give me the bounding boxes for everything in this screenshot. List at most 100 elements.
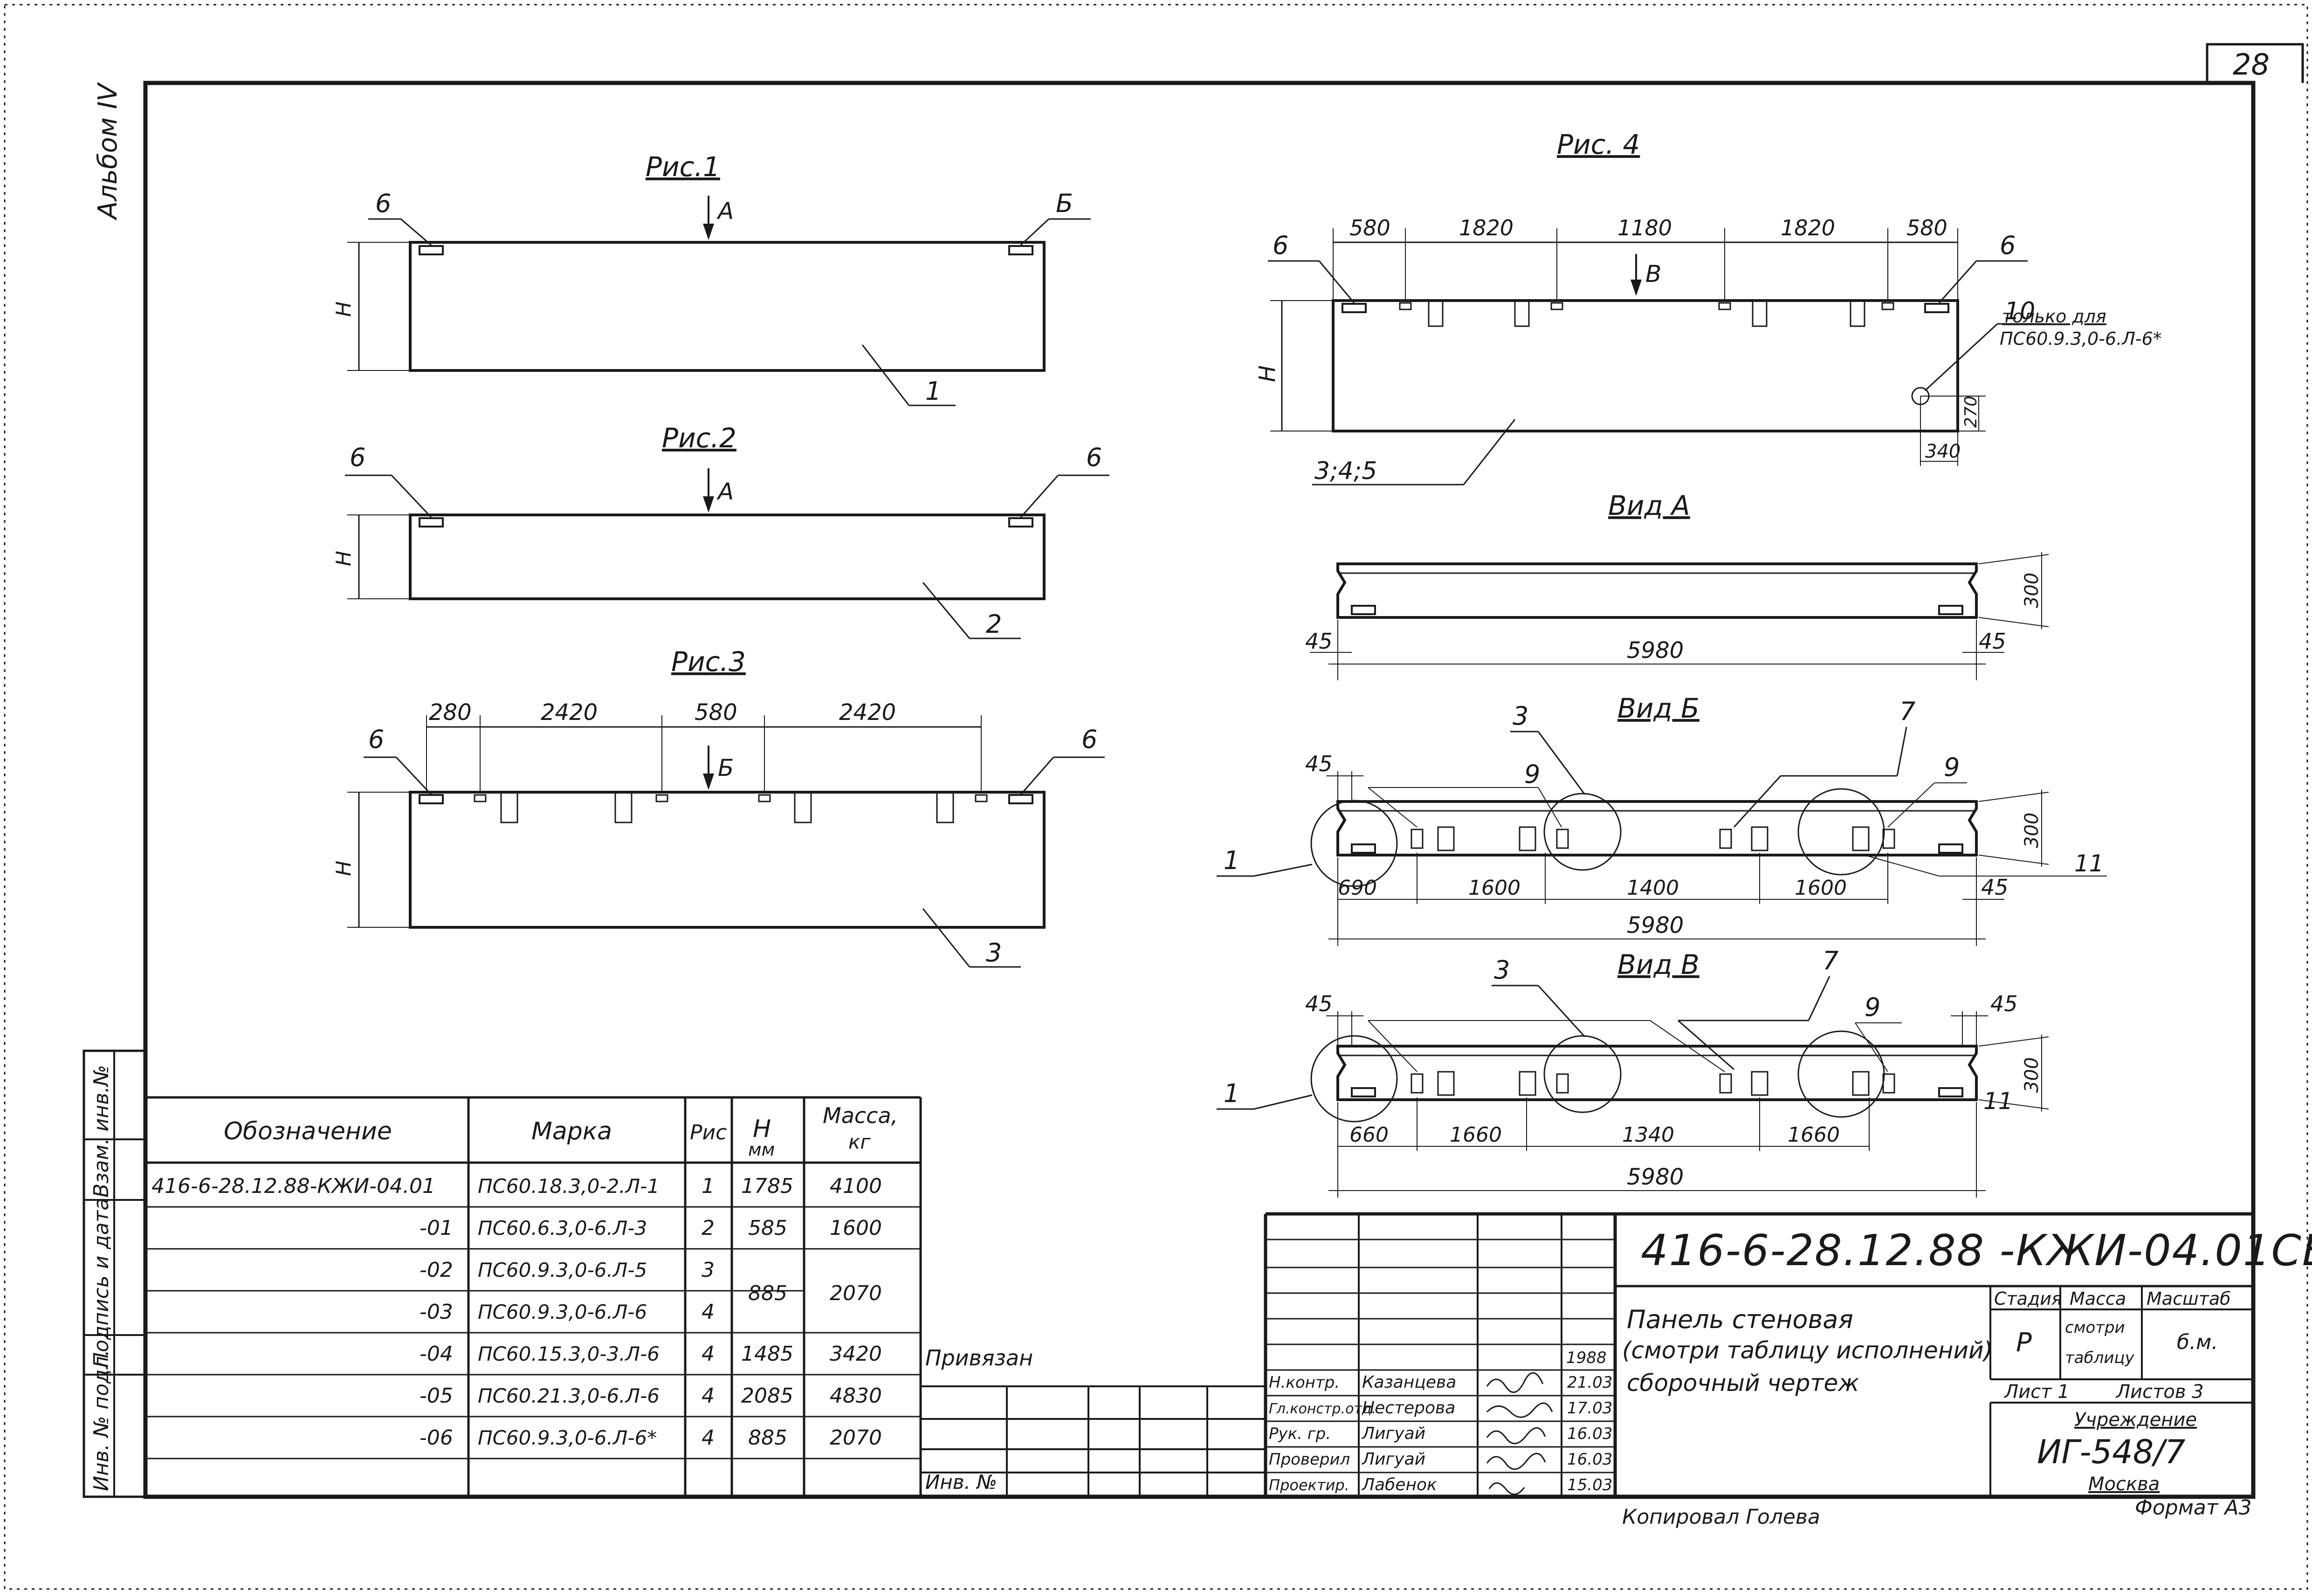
fig4-h-label: Н bbox=[1254, 365, 1280, 382]
spec-row-h: 1785 bbox=[741, 1174, 793, 1198]
fig3-dim-4: 2420 bbox=[839, 699, 896, 726]
spec-row-mass: 2070 bbox=[830, 1426, 882, 1450]
paper-format: Формат А3 bbox=[2135, 1496, 2252, 1520]
vid-b-dim-2: 1600 bbox=[1468, 876, 1521, 900]
mass-label: Масса bbox=[2070, 1288, 2126, 1309]
spec-row: -03 ПС60.9.3,0-6.Л-6 4 bbox=[420, 1300, 715, 1324]
vid-b-dim-right: 45 bbox=[1981, 875, 2009, 900]
spec-row-mark: ПС60.9.3,0-6.Л-6 bbox=[478, 1301, 647, 1323]
signature-row: Проверил Лигуай 16.03 bbox=[1269, 1450, 1612, 1470]
spec-row-mass: 4100 bbox=[830, 1174, 882, 1198]
spec-row: -06 ПС60.9.3,0-6.Л-6* 4 885 2070 bbox=[420, 1426, 882, 1450]
spec-row-designation: -03 bbox=[420, 1300, 453, 1324]
vid-b-dim-1: 690 bbox=[1338, 876, 1377, 900]
spec-row-designation: -02 bbox=[420, 1258, 453, 1282]
spec-row-mass: 1600 bbox=[830, 1216, 882, 1240]
vid-b-label-7: 7 bbox=[1899, 697, 1915, 726]
fig2-section-mark: А bbox=[716, 478, 734, 505]
vid-b-dim-3: 1400 bbox=[1627, 876, 1679, 900]
spec-row-fig: 4 bbox=[702, 1426, 715, 1450]
signature-name: Лигуай bbox=[1361, 1450, 1425, 1469]
spec-row: -01 ПС60.6.3,0-6.Л-3 2 585 1600 bbox=[420, 1216, 882, 1240]
spec-row-mark: ПС60.15.3,0-3.Л-6 bbox=[478, 1343, 660, 1365]
fig2-part-left: 6 bbox=[350, 443, 365, 472]
copied-by: Копировал Голева bbox=[1622, 1505, 1820, 1529]
view-v: Вид В 1 3 7 9 11 45 bbox=[1217, 946, 2049, 1198]
sheets-label: Листов 3 bbox=[2115, 1381, 2204, 1403]
fig4-dim-3: 1180 bbox=[1617, 215, 1672, 240]
signature-role: Проектир. bbox=[1269, 1476, 1349, 1494]
binding-label: Привязан bbox=[925, 1345, 1033, 1370]
signature-row: Гл.констр.отд. Нестерова 17.03 bbox=[1269, 1398, 1612, 1418]
side-stamp-c: Инв. № подл. bbox=[89, 1349, 113, 1491]
spec-row-h: 885 bbox=[748, 1426, 787, 1450]
signature-date: 16.03 bbox=[1567, 1425, 1612, 1443]
sheet-frames bbox=[4, 4, 2308, 1590]
vid-v-label-7: 7 bbox=[1823, 946, 1838, 975]
fig3-dim-3: 580 bbox=[695, 699, 737, 726]
spec-row-designation: -01 bbox=[420, 1216, 453, 1240]
signature-date: 15.03 bbox=[1567, 1476, 1612, 1494]
vid-a-dim-height: 300 bbox=[2021, 573, 2043, 608]
spec-row-mass: 2070 bbox=[830, 1281, 882, 1305]
vid-b-dim-4: 1600 bbox=[1795, 876, 1847, 900]
fig4-section-mark: В bbox=[1645, 260, 1661, 288]
spec-table: Обозначение Марка Рис Н мм Масса, кг 416… bbox=[145, 1096, 922, 1497]
fig3-dim-1: 280 bbox=[429, 699, 472, 726]
fig2-part-right: 6 bbox=[1086, 443, 1102, 472]
spec-row-fig: 4 bbox=[702, 1300, 715, 1324]
fig2-leader: 2 bbox=[986, 610, 1002, 639]
vid-b-label-1: 1 bbox=[1224, 846, 1239, 875]
scale-label: Масштаб bbox=[2147, 1288, 2231, 1309]
figure-4: Рис. 4 580 1820 1180 1820 580 340 270 bbox=[1254, 129, 2162, 486]
fig4-hole-dim-h: 340 bbox=[1925, 441, 1961, 462]
binding-block: Привязан Инв. № bbox=[921, 1345, 1266, 1497]
signature-date: 17.03 bbox=[1567, 1399, 1612, 1418]
fig1-part-left: 6 bbox=[375, 189, 391, 218]
vid-b-title: Вид Б bbox=[1617, 692, 1700, 724]
fig1-leader: 1 bbox=[925, 377, 941, 406]
fig1-section-mark: А bbox=[716, 198, 734, 225]
vid-b-dim-total: 5980 bbox=[1627, 912, 1684, 938]
signature-row: Проектир. Лабенок 15.03 bbox=[1269, 1475, 1612, 1495]
title-block: 416-6-28.12.88 -КЖИ-04.01СБ Панель стено… bbox=[1264, 1212, 2312, 1497]
fig4-hole-note-2: ПС60.9.3,0-6.Л-6* bbox=[2000, 329, 2162, 349]
spec-row: -04 ПС60.15.3,0-3.Л-6 4 1485 3420 bbox=[420, 1342, 882, 1366]
fig4-hole-label: 10 bbox=[2004, 297, 2035, 325]
spec-row-designation: -04 bbox=[420, 1342, 453, 1366]
fig4-hole-dim-v: 270 bbox=[1961, 396, 1981, 428]
spec-row-mass: 4830 bbox=[830, 1384, 882, 1408]
vid-b-dim-top-left: 45 bbox=[1305, 751, 1333, 776]
stage-value: Р bbox=[2016, 1328, 2032, 1358]
vid-v-title: Вид В bbox=[1617, 949, 1700, 980]
vid-b-label-11: 11 bbox=[2074, 850, 2104, 877]
spec-header-mass: Масса, bbox=[823, 1103, 898, 1128]
vid-v-dim-top-right: 45 bbox=[1990, 991, 2018, 1016]
spec-row-mark: ПС60.21.3,0-6.Л-6 bbox=[478, 1384, 660, 1407]
figure-1: Рис.1 6 Б А Н 1 bbox=[332, 151, 1091, 406]
vid-b-label-9b: 9 bbox=[1944, 753, 1960, 782]
spec-row-mark: ПС60.18.3,0-2.Л-1 bbox=[478, 1175, 660, 1198]
spec-row-h: 885 bbox=[748, 1281, 787, 1305]
spec-row-mark: ПС60.9.3,0-6.Л-5 bbox=[478, 1259, 647, 1281]
vid-a-dim-total: 5980 bbox=[1627, 637, 1684, 664]
spec-row-mass: 3420 bbox=[830, 1342, 882, 1366]
spec-row-fig: 4 bbox=[702, 1342, 715, 1366]
doc-name-3: сборочный чертеж bbox=[1627, 1370, 1859, 1397]
view-b: Вид Б 1 3 7 9 9 11 bbox=[1217, 692, 2107, 946]
spec-row-h: 2085 bbox=[741, 1384, 793, 1408]
spec-row: -02 ПС60.9.3,0-6.Л-5 3 885 2070 bbox=[420, 1258, 882, 1305]
vid-v-dim-top-left: 45 bbox=[1305, 991, 1333, 1016]
mass-value-2: таблицу bbox=[2065, 1349, 2135, 1367]
signature-role: Проверил bbox=[1269, 1450, 1350, 1469]
signature-row: Н.контр. Казанцева 21.03 bbox=[1269, 1372, 1612, 1393]
signature-role: Рук. гр. bbox=[1269, 1425, 1331, 1443]
vid-v-dim-1: 660 bbox=[1349, 1123, 1389, 1147]
signature-name: Казанцева bbox=[1362, 1373, 1456, 1392]
signature-name: Лигуай bbox=[1361, 1424, 1425, 1443]
stage-label: Стадия bbox=[1994, 1288, 2062, 1309]
fig3-dim-2: 2420 bbox=[541, 699, 598, 726]
vid-b-label-9a: 9 bbox=[1524, 760, 1540, 789]
sheet-label: Лист 1 bbox=[2003, 1381, 2070, 1403]
fig3-leader: 3 bbox=[986, 938, 1002, 967]
